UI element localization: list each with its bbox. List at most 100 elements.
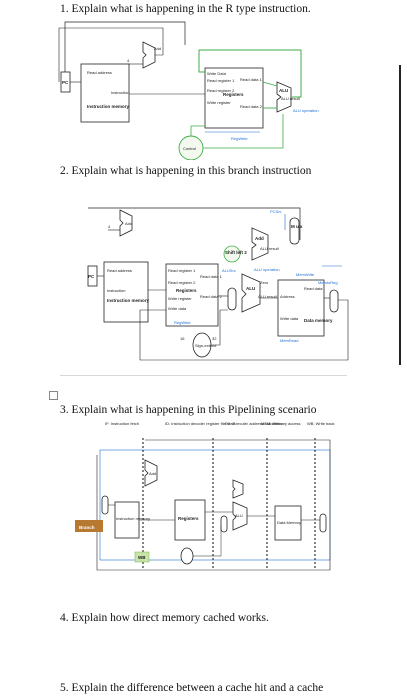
add-label: Add <box>154 46 161 51</box>
stage-wb-label: WB: Write back <box>307 421 335 426</box>
wb-highlight <box>134 551 150 563</box>
branch-label: Branch <box>79 525 95 530</box>
pc-add-unit <box>119 209 133 237</box>
read-data-2-label: Read data 2 <box>200 294 223 299</box>
shift-left-2-unit <box>223 245 241 263</box>
regwrite-label: RegWrite <box>174 320 191 325</box>
r-type-datapath-diagram: Add 4 PC Read address Instruction Instru… <box>58 21 319 160</box>
alu-result-label: ALU result <box>281 96 301 101</box>
alu-src-mux <box>227 287 237 311</box>
regwrite-label: RegWrite <box>231 136 248 141</box>
read-register-2-label: Read register 2 <box>207 88 235 93</box>
four-label: 4 <box>108 224 111 229</box>
alusrc-label: ALUSrc <box>222 268 236 273</box>
sixteen-label: 16 <box>180 336 185 341</box>
pipeline-data-memory <box>274 505 302 541</box>
pipeline-wb-mux <box>319 513 327 533</box>
write-data-label: Write data <box>168 306 187 311</box>
shift-left-2-label: Shift left 2 <box>225 250 247 255</box>
pipeline-instruction-memory <box>114 501 140 539</box>
registers-label: Registers <box>176 288 197 293</box>
question-2: 2. Explain what is happening in this bra… <box>60 165 312 177</box>
instruction-memory-label: Instruction memory <box>107 298 150 303</box>
pc-label: PC <box>62 80 69 85</box>
pipeline-pc-mux <box>101 495 109 515</box>
read-register-1-label: Read register 1 <box>168 268 196 273</box>
top-mux-label: M u x <box>291 224 303 229</box>
instruction-label: Instruction <box>107 288 125 293</box>
alu-label: ALU <box>246 286 255 291</box>
question-3: 3. Explain what is happening in this Pip… <box>60 404 317 416</box>
branch-highlight <box>75 520 103 532</box>
control-label: Control <box>183 146 196 151</box>
instruction-label: Instruction <box>111 90 129 95</box>
register-file <box>165 263 219 327</box>
branch-datapath-diagram: PCSrc Add 4 Add ALU result Shift left 2 … <box>87 207 349 361</box>
stage-ex-label: EX: Execute/ address calculation <box>225 421 283 426</box>
stage-mem-label: MEM: Memory access <box>261 421 301 426</box>
wb-label: WB <box>138 555 146 560</box>
instruction-memory <box>103 261 149 323</box>
memtoreg-label: MemtoReg <box>318 280 338 285</box>
thirty-two-label: 32 <box>212 336 217 341</box>
memread-label: MemRead <box>280 338 298 343</box>
pipeline-register-file <box>174 499 206 541</box>
question-4: 4. Explain how direct memory cached work… <box>60 612 269 624</box>
data-memory <box>277 279 325 337</box>
stage-id-label: ID: Instruction decode/ register file re… <box>165 421 235 426</box>
stage-if-label: IF: Instruction fetch <box>105 421 139 426</box>
mem-to-reg-mux <box>329 289 339 313</box>
write-data-label: Write Data <box>207 71 227 76</box>
alu-label: ALU <box>279 88 288 93</box>
register-file <box>204 67 264 129</box>
read-address-label: Read address <box>107 268 132 273</box>
branch-add-result-label: ALU result <box>260 246 280 251</box>
pipeline-registers-label: Registers <box>178 516 199 521</box>
sign-extend-label: Sign-extend <box>195 343 216 348</box>
branch-add-unit <box>251 227 269 261</box>
pipeline-sign-extend <box>180 547 194 565</box>
pipeline-branch-add <box>232 479 244 499</box>
pipeline-add-unit <box>144 459 158 487</box>
alu-result-label: ALU result <box>258 294 278 299</box>
memwrite-label: MemWrite <box>296 272 315 277</box>
read-register-1-label: Read register 1 <box>207 78 235 83</box>
question-checkbox[interactable] <box>49 391 58 400</box>
pipeline-instruction-memory-label: Instruction memory <box>116 516 150 521</box>
write-data-memory-label: Write data <box>280 316 299 321</box>
pc-label: PC <box>88 274 95 279</box>
four-label: 4 <box>127 58 130 63</box>
alu-operation-label: ALU operation <box>293 108 319 113</box>
read-data-2-label: Read data 2 <box>240 104 263 109</box>
read-address-label: Read address <box>87 70 112 75</box>
alu-unit <box>241 273 261 313</box>
instruction-memory-label: Instruction memory <box>87 104 130 109</box>
right-margin-rule <box>399 65 401 365</box>
alu-unit <box>276 81 292 113</box>
pipeline-add-label: Add <box>149 471 156 476</box>
pipeline-alu-unit <box>232 501 248 531</box>
alu-operation-label: ALU operation <box>254 267 280 272</box>
pipeline-data-memory-label: Data Memory <box>277 520 301 525</box>
read-data-label: Read data <box>304 286 323 291</box>
address-label: Address <box>280 294 295 299</box>
write-register-label: Write register <box>168 296 192 301</box>
pcsrc-label: PCSrc <box>270 209 282 214</box>
add-unit <box>142 41 156 69</box>
zero-label: Zero <box>260 280 269 285</box>
registers-label: Registers <box>223 92 244 97</box>
read-data-1-label: Read data 1 <box>200 274 223 279</box>
read-register-2-label: Read register 2 <box>168 280 196 285</box>
pc-source-mux <box>289 217 300 245</box>
pipeline-alu-label: ALU <box>235 513 243 518</box>
section-separator <box>60 375 347 376</box>
question-1: 1. Explain what is happening in the R ty… <box>60 3 311 15</box>
instruction-memory <box>80 63 130 123</box>
write-register-label: Write register <box>207 100 231 105</box>
pipeline-alu-mux <box>220 515 228 533</box>
add-label: Add <box>125 221 132 226</box>
pipeline-datapath-diagram: IF: Instruction fetch ID: Instruction de… <box>75 421 335 571</box>
data-memory-label: Data memory <box>304 318 333 323</box>
question-5: 5. Explain the difference between a cach… <box>60 682 324 694</box>
read-data-1-label: Read data 1 <box>240 77 263 82</box>
